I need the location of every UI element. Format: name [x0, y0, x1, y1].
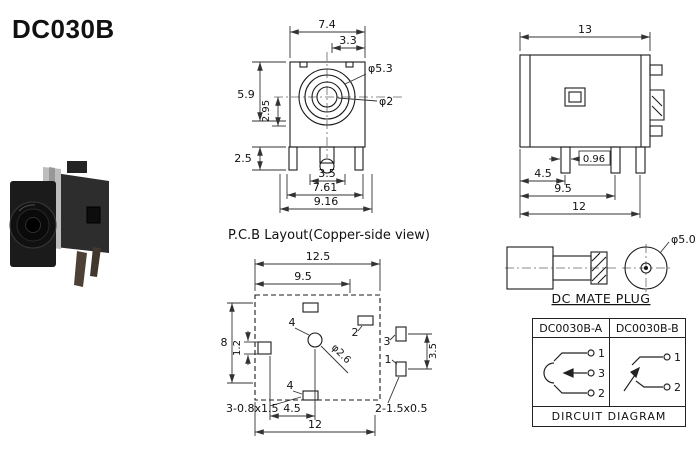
pcb-dia-center-hole: φ2.6	[329, 342, 353, 366]
front-dim-center-height: 2.95	[261, 100, 272, 122]
pcb-dim-height: 8	[221, 336, 228, 349]
pcb-dim-overall-width: 12.5	[306, 250, 331, 263]
front-dim-pin-length: 2.5	[234, 152, 252, 165]
front-dimension-lines	[252, 26, 373, 213]
pcb-layout-drawing: 12.5 9.5 8 1.2 3.5 φ2.6 4 2 3 1 4 3-0.8x…	[221, 250, 439, 436]
jack-schematic-a-icon: 1 3 2	[543, 347, 605, 400]
plug-leader-lines	[659, 241, 670, 254]
circuit-b-pin2: 2	[674, 381, 681, 394]
front-view-drawing: 7.4 3.3 φ5.3 φ2 5.9 2.95 2.5 3.5 7.61 9.…	[234, 18, 404, 213]
jack-schematic-b-icon: 1 2	[623, 351, 681, 394]
pcb-pad3-label: 3	[384, 335, 391, 348]
mate-plug-drawing: φ5.0 DC MATE PLUG	[505, 233, 696, 306]
side-body-outline	[519, 54, 665, 174]
pcb-pad4-top-label: 4	[289, 316, 296, 329]
front-leader-lines	[337, 73, 378, 102]
pcb-pad2-label: 2	[352, 326, 359, 339]
front-dim-pitch-outer: 9.16	[314, 195, 339, 208]
pcb-outline	[254, 294, 407, 401]
front-dia-barrel: φ5.3	[368, 62, 393, 75]
front-dim-pitch-mid: 7.61	[313, 181, 338, 194]
front-body-outline	[288, 61, 366, 174]
front-dim-width: 7.4	[318, 18, 336, 31]
pcb-dim-slot-gap: 1.2	[232, 340, 243, 356]
circuit-header-a: DC0030B-A	[533, 319, 610, 337]
pcb-pad1-label: 1	[385, 353, 392, 366]
circuit-caption: DIRCUIT DIAGRAM	[551, 410, 667, 423]
side-dim-pin2-offset: 9.5	[554, 182, 572, 195]
side-dim-pin-thickness: 0.96	[583, 154, 605, 165]
side-dim-length: 13	[578, 23, 592, 36]
side-view-drawing: 13 0.96 4.5 9.5 12	[519, 23, 665, 218]
connector-photo-render	[9, 161, 109, 287]
plug-dia-label: φ5.0	[671, 233, 696, 246]
circuit-symbol-a: 1 3 2	[533, 338, 610, 406]
front-dim-pitch-inner: 3.5	[318, 167, 336, 180]
circuit-symbol-b: 1 2	[610, 338, 686, 406]
pcb-note-shield-slots: 3-0.8x1.5	[226, 402, 278, 415]
circuit-a-pin2: 2	[598, 387, 605, 400]
product-photo	[9, 161, 109, 287]
pcb-dim-right-pitch: 3.5	[428, 343, 439, 359]
side-dim-pin1-offset: 4.5	[534, 167, 552, 180]
pcb-leader-lines	[269, 325, 400, 407]
circuit-b-pin1: 1	[674, 351, 681, 364]
pcb-dimension-lines	[227, 259, 432, 436]
front-dim-width-partial: 3.3	[339, 34, 357, 47]
front-dim-height: 5.9	[237, 88, 255, 101]
side-dimension-lines	[519, 32, 651, 218]
circuit-a-pin3: 3	[598, 367, 605, 380]
side-dim-pin3-offset: 12	[572, 200, 586, 213]
pcb-note-pin-slots: 2-1.5x0.5	[375, 402, 427, 415]
circuit-diagram-table: DC0030B-A DC0030B-B 1 3 2	[532, 318, 686, 427]
circuit-a-pin1: 1	[598, 347, 605, 360]
mate-plug-caption: DC MATE PLUG	[552, 291, 651, 306]
pcb-pad4-bottom-label: 4	[287, 379, 294, 392]
pcb-dim-inner-width: 9.5	[294, 270, 312, 283]
circuit-symbols-row: 1 3 2 1 2	[533, 338, 685, 407]
front-dia-center-pin: φ2	[379, 95, 393, 108]
circuit-header-b: DC0030B-B	[615, 322, 679, 335]
page-title: DC030B	[12, 14, 115, 44]
front-centerlines	[274, 52, 404, 158]
circuit-header-row: DC0030B-A DC0030B-B	[533, 319, 685, 338]
pcb-dim-center-offset: 4.5	[283, 402, 301, 415]
plug-outline	[506, 246, 668, 290]
pcb-dim-bottom-width: 12	[308, 418, 322, 431]
pcb-layout-caption: P.C.B Layout(Copper-side view)	[228, 228, 430, 243]
